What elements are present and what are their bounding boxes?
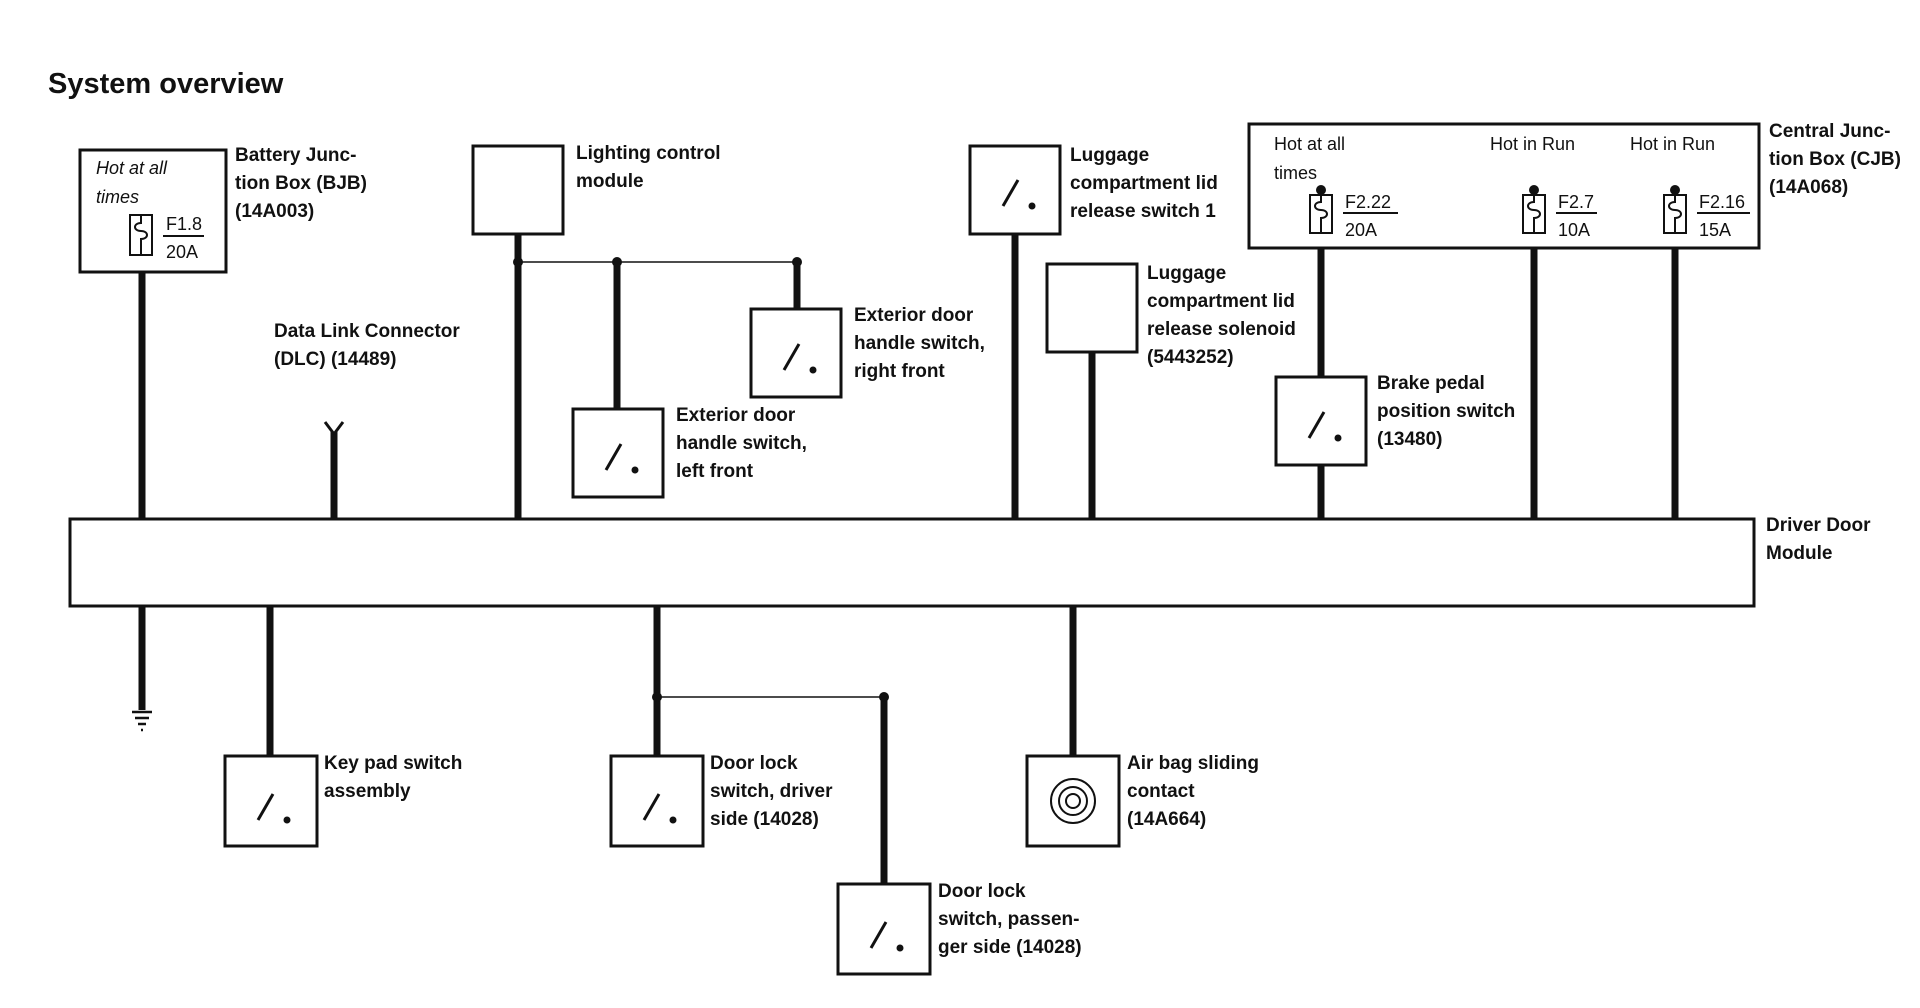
- cjb-f1-amps: 20A: [1345, 220, 1378, 240]
- lcm-label: Lighting control module: [576, 143, 721, 192]
- dlc-label: Data Link Connector (DLC) (14489): [274, 321, 460, 370]
- lug-solenoid-label: Luggage compartment lid release solenoid…: [1147, 263, 1296, 368]
- lock-driver-label: Door lock switch, driver side (14028): [710, 753, 833, 830]
- cjb-f2-supply: Hot in Run: [1490, 134, 1576, 154]
- lug-switch-box: [968, 144, 1062, 236]
- lock-passenger-box: [836, 882, 932, 976]
- bjb-fuse-amps: 20A: [166, 242, 199, 262]
- bjb-supply: Hot at all times: [96, 158, 168, 207]
- bjb-box: [78, 148, 228, 274]
- cjb-f1-supply: Hot at all times: [1274, 134, 1346, 183]
- ext-right-label: Exterior door handle switch, right front: [854, 305, 985, 382]
- cjb-box: [1247, 122, 1761, 250]
- airbag-box: [1025, 754, 1121, 848]
- lcm-box: [471, 144, 565, 236]
- ext-left-label: Exterior door handle switch, left front: [676, 405, 807, 482]
- lug-switch-label: Luggage compartment lid release switch 1: [1070, 145, 1218, 222]
- cjb-label: Central Junc- tion Box (CJB) (14A068): [1769, 121, 1901, 198]
- page-title: System overview: [48, 68, 284, 100]
- cjb-f1-fuse: F2.22: [1345, 192, 1392, 212]
- bjb-fuse-id: F1.8: [166, 214, 203, 234]
- cjb-f2-fuse: F2.7: [1558, 192, 1595, 212]
- ddm-label: Driver Door Module: [1766, 515, 1871, 564]
- cjb-f3-fuse: F2.16: [1699, 192, 1746, 212]
- ext-right-box: [749, 307, 843, 399]
- cjb-f3-supply: Hot in Run: [1630, 134, 1716, 154]
- airbag-label: Air bag sliding contact (14A664): [1127, 753, 1259, 830]
- keypad-label: Key pad switch assembly: [324, 753, 463, 802]
- lock-passenger-label: Door lock switch, passen- ger side (1402…: [938, 881, 1082, 958]
- brake-box: [1274, 375, 1368, 467]
- driver-door-module-box: [68, 517, 1756, 608]
- keypad-box: [223, 754, 319, 848]
- ext-left-box: [571, 407, 665, 499]
- lock-driver-box: [609, 754, 705, 848]
- cjb-f2-amps: 10A: [1558, 220, 1591, 240]
- lug-solenoid-box: [1045, 262, 1139, 354]
- brake-label: Brake pedal position switch (13480): [1377, 373, 1516, 450]
- cjb-f3-amps: 15A: [1699, 220, 1732, 240]
- bjb-label: Battery Junc- tion Box (BJB) (14A003): [235, 145, 367, 222]
